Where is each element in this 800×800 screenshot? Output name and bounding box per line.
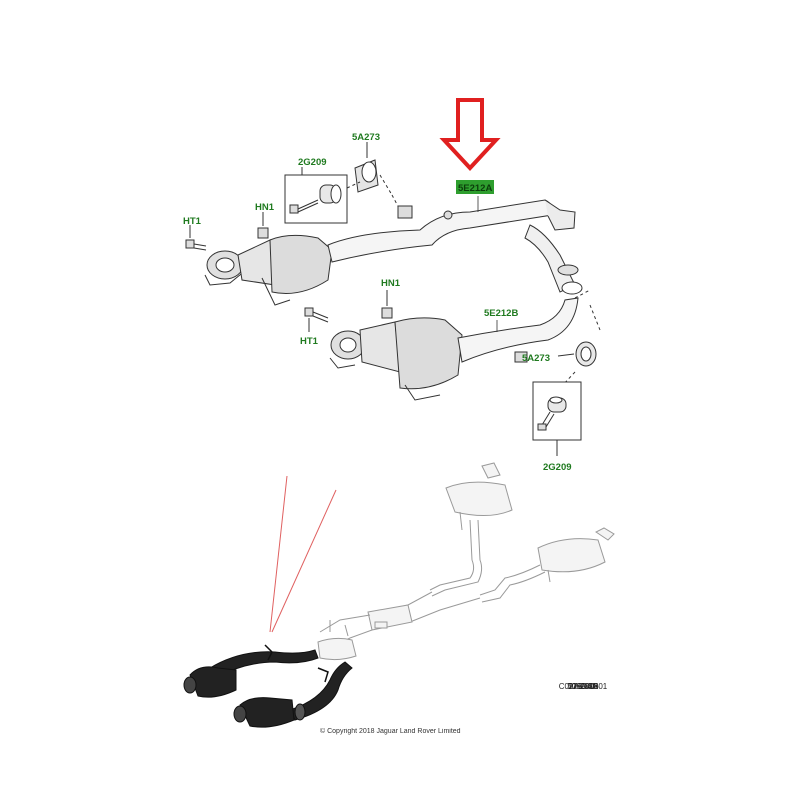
fasteners-top [185,212,269,251]
label-5e212a: 5E212A [458,183,492,194]
highlight-5e212a [456,180,494,194]
label-hn1-mid: HN1 [381,278,401,289]
label-5e212b: 5E212B [484,308,518,319]
red-guide-lines [269,475,337,633]
reference-code: 50SDSR [567,682,599,691]
label-hn1-top: HN1 [255,202,275,213]
nut-hn1-top [257,227,269,239]
label-5a273-bottom: 5A273 [522,353,550,364]
fasteners-mid [304,290,393,332]
reference-id: C0286940-01 [558,682,608,691]
bracket-assembly-top [284,142,401,224]
catalyst-top-left [189,666,237,698]
front-resonator [317,637,357,661]
rear-muffler-left [445,481,513,516]
reference-date: 27-2018 [568,682,598,691]
rear-muffler-right [537,538,606,573]
lower-catalyst-assembly [329,289,601,401]
exhaust-system-overview [317,462,615,661]
reference-number: 3090306 [567,682,599,691]
bracket-assembly-bottom [532,341,597,456]
bolt-ht1-mid [304,307,314,317]
highlighted-downpipes [183,644,353,728]
bolt-ht1-top [185,239,195,249]
label-2g209-bottom: 2G209 [543,462,572,473]
label-5a273-top: 5A273 [352,132,380,143]
leader-lines [477,196,498,332]
down-arrow-icon [439,98,501,171]
label-ht1-mid: HT1 [300,336,319,347]
upper-catalyst-assembly [204,199,583,306]
nut-hn1-mid [381,307,393,319]
copyright-text: © Copyright 2018 Jaguar Land Rover Limit… [320,728,461,735]
label-ht1-top: HT1 [183,216,202,227]
catalyst-bottom-left [239,697,295,728]
label-2g209-top: 2G209 [298,157,327,168]
